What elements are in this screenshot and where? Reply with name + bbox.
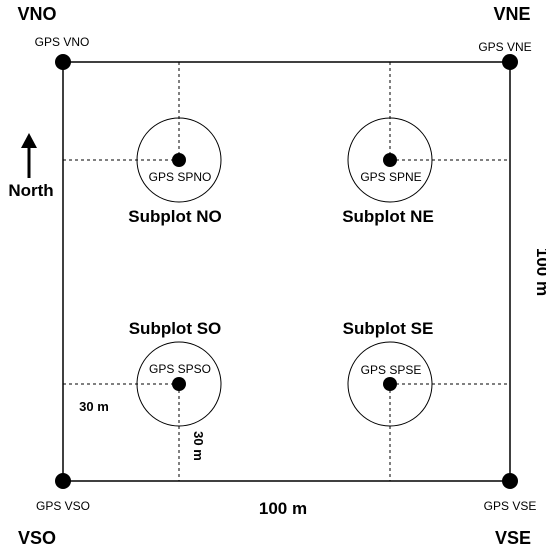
corner-gps-label-nw: GPS VNO — [35, 35, 90, 49]
gps-point-subplot-ne — [383, 153, 397, 167]
gps-point-corner-se — [502, 473, 518, 489]
gps-point-corner-ne — [502, 54, 518, 70]
width-dimension-label: 100 m — [259, 499, 307, 518]
plot-boundary — [62, 61, 511, 482]
reference-lines — [63, 62, 510, 481]
corner-label-nw: VNO — [17, 4, 56, 24]
horizontal-offset-label: 30 m — [79, 399, 109, 414]
corner-gps-label-ne: GPS VNE — [478, 40, 531, 54]
subplot-gps-label-nw: GPS SPNO — [149, 170, 212, 184]
north-label: North — [8, 181, 53, 200]
subplot-gps-label-se: GPS SPSE — [361, 363, 422, 377]
gps-point-subplot-se — [383, 377, 397, 391]
subplot-name-ne: Subplot NE — [342, 207, 434, 226]
subplot-circle-ne — [347, 117, 433, 203]
corner-label-ne: VNE — [493, 4, 530, 24]
subplot-name-sw: Subplot SO — [129, 319, 222, 338]
corner-gps-label-se: GPS VSE — [484, 499, 537, 513]
corner-label-se: VSE — [495, 528, 531, 548]
vertical-offset-label: 30 m — [191, 431, 206, 461]
subplot-circle-nw — [136, 117, 222, 203]
north-arrow-icon — [21, 133, 37, 178]
gps-point-corner-nw — [55, 54, 71, 70]
subplot-gps-label-ne: GPS SPNE — [360, 170, 421, 184]
height-dimension-label: 100 m — [533, 248, 546, 296]
subplot-name-se: Subplot SE — [343, 319, 434, 338]
subplot-name-nw: Subplot NO — [128, 207, 221, 226]
subplot-circle-se — [347, 341, 433, 427]
corner-label-sw: VSO — [18, 528, 56, 548]
corner-gps-label-sw: GPS VSO — [36, 499, 90, 513]
gps-point-subplot-nw — [172, 153, 186, 167]
subplot-circle-sw — [136, 341, 222, 427]
gps-point-subplot-sw — [172, 377, 186, 391]
gps-point-corner-sw — [55, 473, 71, 489]
subplot-gps-label-sw: GPS SPSO — [149, 362, 211, 376]
